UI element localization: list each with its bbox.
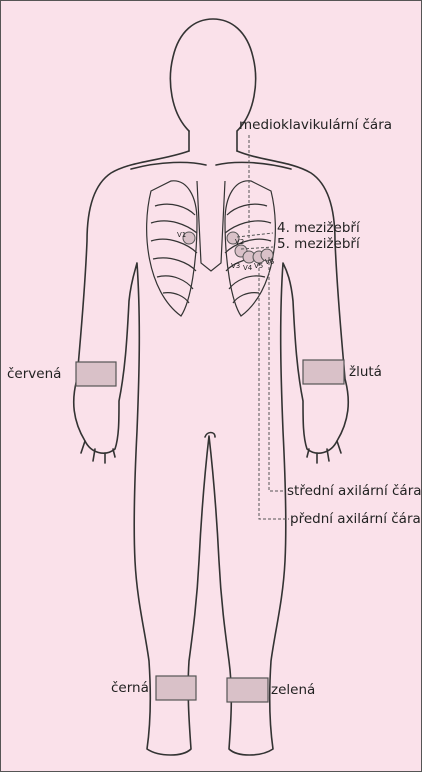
lead-v6: V6	[265, 259, 274, 266]
lead-v2: V2	[235, 239, 244, 246]
left-leg-electrode	[227, 678, 268, 702]
midclavicular-label: medioklavikulární čára	[239, 119, 392, 133]
ics4-line	[237, 233, 273, 237]
left-leg-label: zelená	[271, 684, 315, 698]
mid-axillary-label: střední axilární čára	[287, 485, 422, 499]
collarbones	[131, 162, 291, 169]
lead-v3: V3	[231, 263, 240, 270]
groin	[205, 433, 215, 438]
left-arm-label: žlutá	[349, 366, 382, 380]
lead-v1: V1	[177, 232, 186, 239]
left-arm-electrode	[303, 360, 344, 384]
right-leg-label: černá	[111, 682, 149, 696]
ant-axillary-label: přední axilární čára	[290, 513, 421, 527]
ics5-label: 5. mezižebří	[277, 238, 360, 252]
lead-v5: V5	[254, 263, 263, 270]
lead-v4: V4	[243, 265, 252, 272]
right-leg-electrode	[156, 676, 196, 700]
right-arm-label: červená	[7, 368, 61, 382]
ics4-label: 4. mezižebří	[277, 222, 360, 236]
right-arm-electrode	[76, 362, 116, 386]
